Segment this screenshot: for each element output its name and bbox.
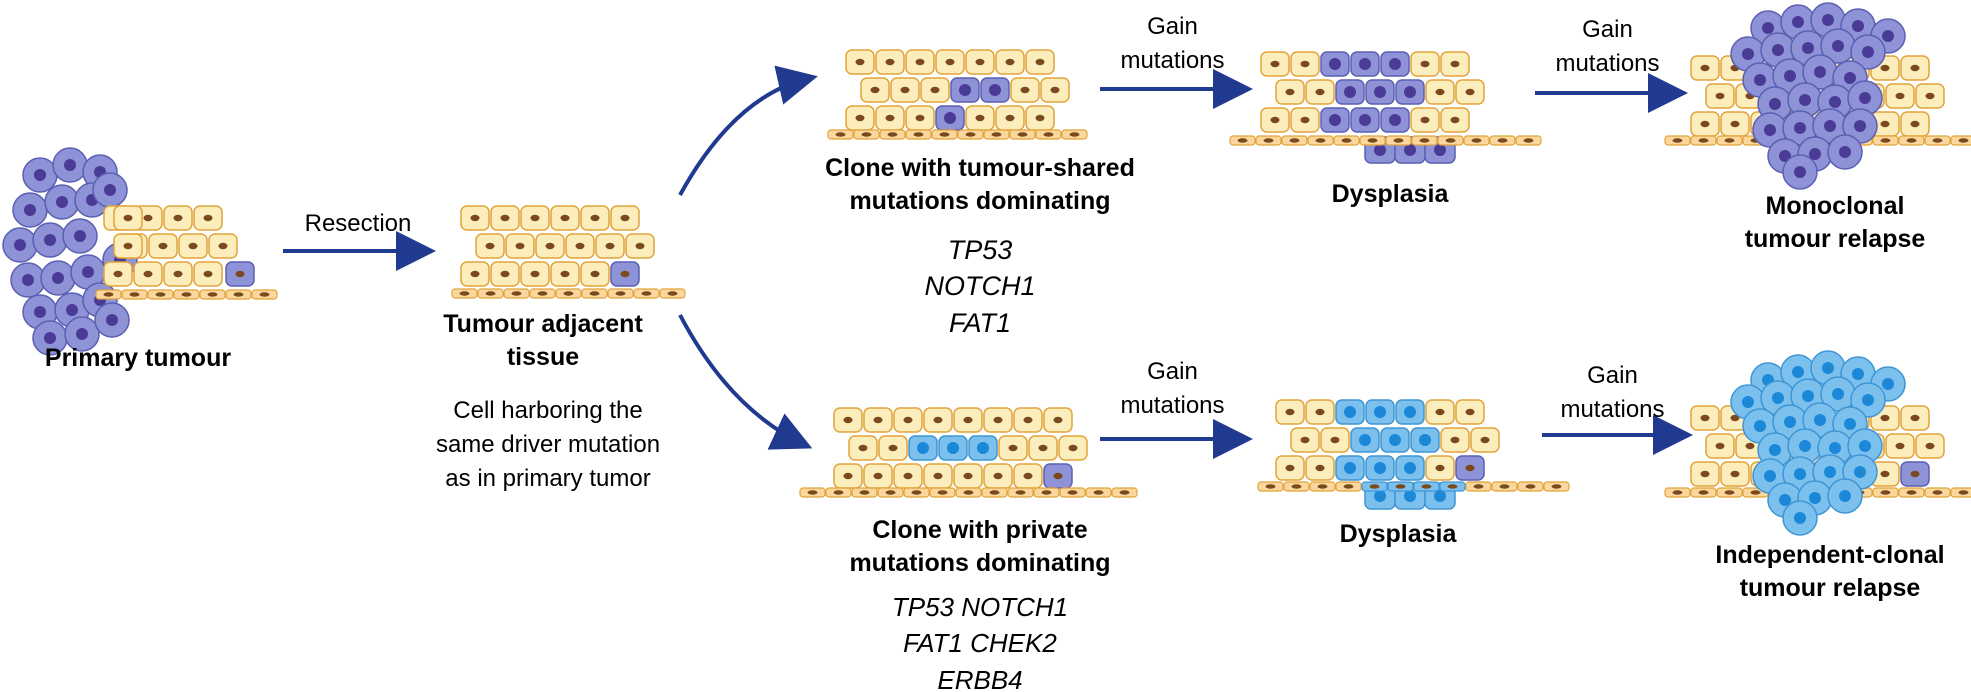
curved-arrow-up — [678, 65, 818, 196]
gain-label-bottom-2: Gain mutations — [1540, 359, 1685, 426]
indep-line-2: tumour relapse — [1739, 573, 1921, 602]
gain-bottom-2-line-1: Gain — [1587, 362, 1638, 389]
monoclonal-relapse-cells — [1664, 2, 1971, 190]
gene-row-2: FAT1 CHEK2 — [903, 628, 1057, 659]
gene-notch1: NOTCH1 — [924, 271, 1036, 302]
mono-line-1: Monoclonal — [1765, 192, 1905, 220]
gain-label-top-2: Gain mutations — [1535, 13, 1680, 80]
adjacent-tissue-label: Tumour adjacent tissue — [418, 308, 668, 373]
gain-bottom-2-line-2: mutations — [1560, 395, 1665, 423]
cell-note: Cell harboring the same driver mutation … — [418, 394, 678, 496]
resection-text: Resection — [304, 210, 412, 237]
dysplasia-bottom-cells — [1257, 399, 1570, 510]
primary-tumour-text: Primary tumour — [44, 344, 232, 372]
dysplasia-bottom-text: Dysplasia — [1339, 520, 1457, 548]
dysplasia-top-cells — [1229, 51, 1542, 164]
shared-clone-line-1: Clone with tumour-shared — [825, 154, 1135, 182]
adjacent-tissue-cells — [451, 205, 686, 299]
private-gene-list: TP53 NOTCH1 FAT1 CHEK2 ERBB4 — [830, 589, 1130, 692]
gene-fat1: FAT1 — [948, 307, 1011, 338]
gene-tp53: TP53 — [947, 235, 1013, 265]
gain-top-1-line-2: mutations — [1120, 46, 1225, 74]
gain-top-2-line-1: Gain — [1582, 16, 1633, 43]
cell-groups — [2, 2, 1971, 536]
arrows — [283, 65, 1693, 459]
primary-tumour-label: Primary tumour — [18, 342, 258, 375]
cell-note-line-1: Cell harboring the — [453, 397, 643, 424]
shared-clone-label: Clone with tumour-shared mutations domin… — [780, 152, 1180, 217]
adjacent-line-2: tissue — [506, 342, 580, 371]
gene-row-3: ERBB4 — [937, 664, 1023, 692]
mono-line-2: tumour relapse — [1744, 224, 1926, 253]
shared-clone-cells — [827, 49, 1088, 140]
gain-label-top-1: Gain mutations — [1100, 10, 1245, 77]
adjacent-line-1: Tumour adjacent — [443, 310, 643, 338]
dysplasia-bottom-label: Dysplasia — [1298, 518, 1498, 551]
gain-bottom-1-line-1: Gain — [1147, 358, 1198, 385]
indep-line-1: Independent-clonal — [1715, 541, 1945, 569]
gain-top-1-line-1: Gain — [1147, 13, 1198, 40]
shared-clone-line-2: mutations dominating — [849, 186, 1111, 215]
gain-label-bottom-1: Gain mutations — [1100, 355, 1245, 422]
dysplasia-top-text: Dysplasia — [1331, 180, 1449, 208]
private-clone-label: Clone with private mutations dominating — [790, 514, 1170, 579]
private-clone-line-2: mutations dominating — [849, 548, 1111, 577]
gene-row-1: TP53 NOTCH1 — [891, 592, 1069, 622]
gain-bottom-1-line-2: mutations — [1120, 391, 1225, 419]
monoclonal-relapse-label: Monoclonal tumour relapse — [1700, 190, 1970, 255]
shared-gene-list: TP53 NOTCH1 FAT1 — [830, 232, 1130, 341]
private-clone-line-1: Clone with private — [872, 516, 1088, 544]
independent-relapse-cells — [1664, 350, 1971, 536]
curved-arrow-down — [678, 314, 813, 450]
independent-relapse-label: Independent-clonal tumour relapse — [1695, 539, 1965, 604]
cell-note-line-2: same driver mutation — [435, 431, 661, 459]
resection-label: Resection — [283, 208, 433, 239]
gain-top-2-line-2: mutations — [1555, 49, 1660, 77]
cell-note-line-3: as in primary tumor — [445, 465, 651, 493]
primary-tumour-cells — [2, 147, 278, 356]
dysplasia-top-label: Dysplasia — [1290, 178, 1490, 211]
private-clone-cells — [799, 407, 1138, 498]
